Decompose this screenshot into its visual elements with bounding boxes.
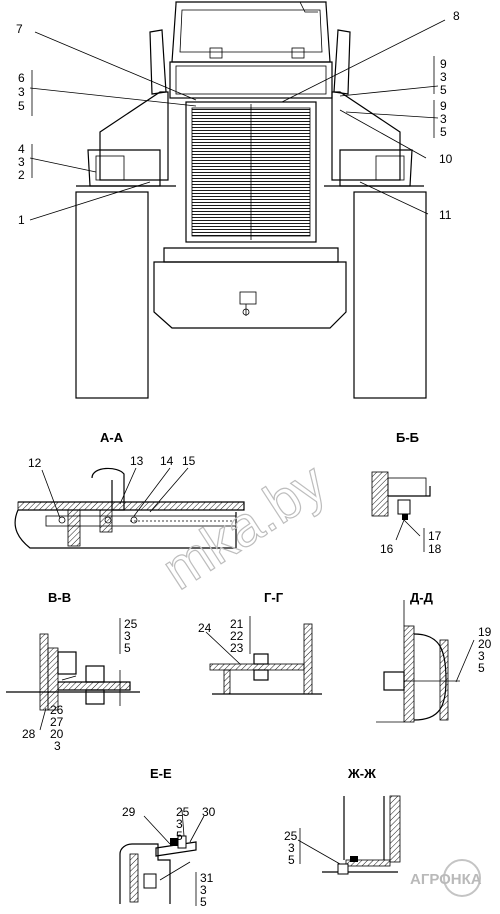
svg-text:28: 28 <box>22 727 36 741</box>
svg-text:5: 5 <box>18 99 25 113</box>
svg-text:27: 27 <box>50 715 64 729</box>
section-gg: Г-Г <box>205 590 322 695</box>
logo: АГРОНКА <box>410 859 482 897</box>
section-gg-labels: 21 22 23 24 <box>198 617 244 655</box>
logo-text: АГРОНКА <box>410 871 482 888</box>
section-zhzh-title: Ж-Ж <box>347 766 376 781</box>
section-vv-labels: 25 3 5 26 27 20 3 28 <box>22 617 138 753</box>
section-bb-labels: 16 17 18 <box>380 529 442 556</box>
svg-text:25: 25 <box>284 829 298 843</box>
svg-text:3: 3 <box>124 629 131 643</box>
svg-text:31: 31 <box>200 871 214 885</box>
section-bb: Б-Б <box>371 430 431 552</box>
svg-text:26: 26 <box>50 703 64 717</box>
callout-7: 7 <box>16 22 23 36</box>
svg-text:14: 14 <box>160 454 174 468</box>
tractor-front-view <box>75 1 427 399</box>
section-aa-title: А-А <box>100 430 124 445</box>
svg-text:18: 18 <box>428 542 442 556</box>
svg-text:16: 16 <box>380 542 394 556</box>
callout-stack-right-bottom: 9 3 5 <box>440 99 447 139</box>
svg-text:5: 5 <box>124 641 131 655</box>
svg-text:5: 5 <box>200 895 207 909</box>
section-vv-title: В-В <box>48 590 71 605</box>
svg-text:5: 5 <box>440 83 447 97</box>
section-vv: В-В <box>6 590 140 731</box>
svg-text:3: 3 <box>18 85 25 99</box>
svg-text:20: 20 <box>50 727 64 741</box>
svg-text:12: 12 <box>28 456 42 470</box>
svg-text:13: 13 <box>130 454 144 468</box>
svg-text:9: 9 <box>440 57 447 71</box>
svg-text:24: 24 <box>198 621 212 635</box>
svg-text:22: 22 <box>230 629 244 643</box>
callout-stack-left-bottom: 4 3 2 <box>18 142 25 182</box>
svg-text:29: 29 <box>122 805 136 819</box>
svg-text:15: 15 <box>182 454 196 468</box>
section-aa-labels: 12 13 14 15 <box>28 454 196 470</box>
svg-text:19: 19 <box>478 625 492 639</box>
section-zhzh-labels: 25 3 5 <box>284 829 298 867</box>
svg-text:3: 3 <box>54 739 61 753</box>
svg-text:5: 5 <box>440 125 447 139</box>
svg-text:3: 3 <box>440 70 447 84</box>
svg-text:17: 17 <box>428 529 442 543</box>
callout-stack-left-top: 6 3 5 <box>18 71 25 113</box>
callout-stack-right-top: 9 3 5 <box>440 57 447 97</box>
callout-10: 10 <box>439 152 453 166</box>
section-dd-labels: 19 20 3 5 <box>478 625 492 675</box>
svg-text:21: 21 <box>230 617 244 631</box>
svg-text:9: 9 <box>440 99 447 113</box>
section-gg-title: Г-Г <box>264 590 284 605</box>
section-dd: Д-Д <box>376 590 475 723</box>
svg-text:20: 20 <box>478 637 492 651</box>
svg-text:25: 25 <box>124 617 138 631</box>
section-aa: А-А <box>14 430 245 549</box>
svg-text:3: 3 <box>176 817 183 831</box>
svg-text:3: 3 <box>200 883 207 897</box>
svg-text:6: 6 <box>18 71 25 85</box>
section-zhzh: Ж-Ж <box>297 766 401 875</box>
svg-text:5: 5 <box>288 853 295 867</box>
main-leader-lines <box>29 19 446 221</box>
svg-text:2: 2 <box>18 168 25 182</box>
section-ee: Е-Е <box>119 766 205 906</box>
svg-text:5: 5 <box>176 829 183 843</box>
section-dd-title: Д-Д <box>410 590 434 605</box>
svg-text:5: 5 <box>478 661 485 675</box>
svg-text:4: 4 <box>18 142 25 156</box>
callout-1: 1 <box>18 213 25 227</box>
section-ee-title: Е-Е <box>150 766 172 781</box>
callout-11: 11 <box>439 208 452 222</box>
section-bb-title: Б-Б <box>396 430 419 445</box>
callout-8: 8 <box>453 9 460 23</box>
svg-text:25: 25 <box>176 805 190 819</box>
svg-text:23: 23 <box>230 641 244 655</box>
svg-text:3: 3 <box>440 112 447 126</box>
svg-text:3: 3 <box>288 841 295 855</box>
svg-text:3: 3 <box>18 155 25 169</box>
svg-text:3: 3 <box>478 649 485 663</box>
svg-text:30: 30 <box>202 805 216 819</box>
section-ee-labels: 29 25 3 5 30 31 3 5 <box>122 805 216 909</box>
